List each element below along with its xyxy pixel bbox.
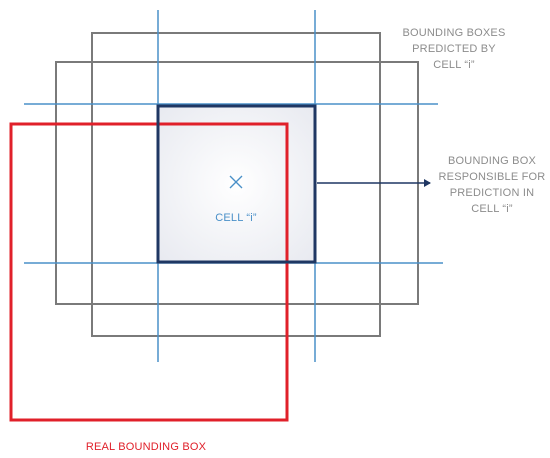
responsible-bounding-box [156, 104, 317, 264]
responsible-box-label: BOUNDING BOX RESPONSIBLE FOR PREDICTION … [439, 155, 546, 215]
cell-label: CELL “i” [215, 212, 257, 224]
x-mark-icon [229, 175, 243, 189]
predicted-bounding-box-tall [91, 32, 381, 337]
responsible-box-label-line-2: RESPONSIBLE FOR [439, 171, 546, 183]
real-bounding-box [9, 122, 289, 422]
responsible-box-label-line-4: CELL “i” [471, 203, 513, 215]
responsible-box-label-line-1: BOUNDING BOX [448, 155, 536, 167]
responsible-box-label-line-3: PREDICTION IN [450, 187, 535, 199]
real-bounding-box-label: REAL BOUNDING BOX [86, 441, 207, 453]
predicted-boxes-label-line-1: BOUNDING BOXES [402, 27, 505, 39]
cell-i-fill [158, 106, 315, 262]
predicted-boxes-label-line-2: PREDICTED BY [412, 43, 496, 55]
predicted-boxes-label: BOUNDING BOXES PREDICTED BY CELL “i” [402, 27, 505, 71]
predicted-boxes-label-line-3: CELL “i” [433, 59, 475, 71]
